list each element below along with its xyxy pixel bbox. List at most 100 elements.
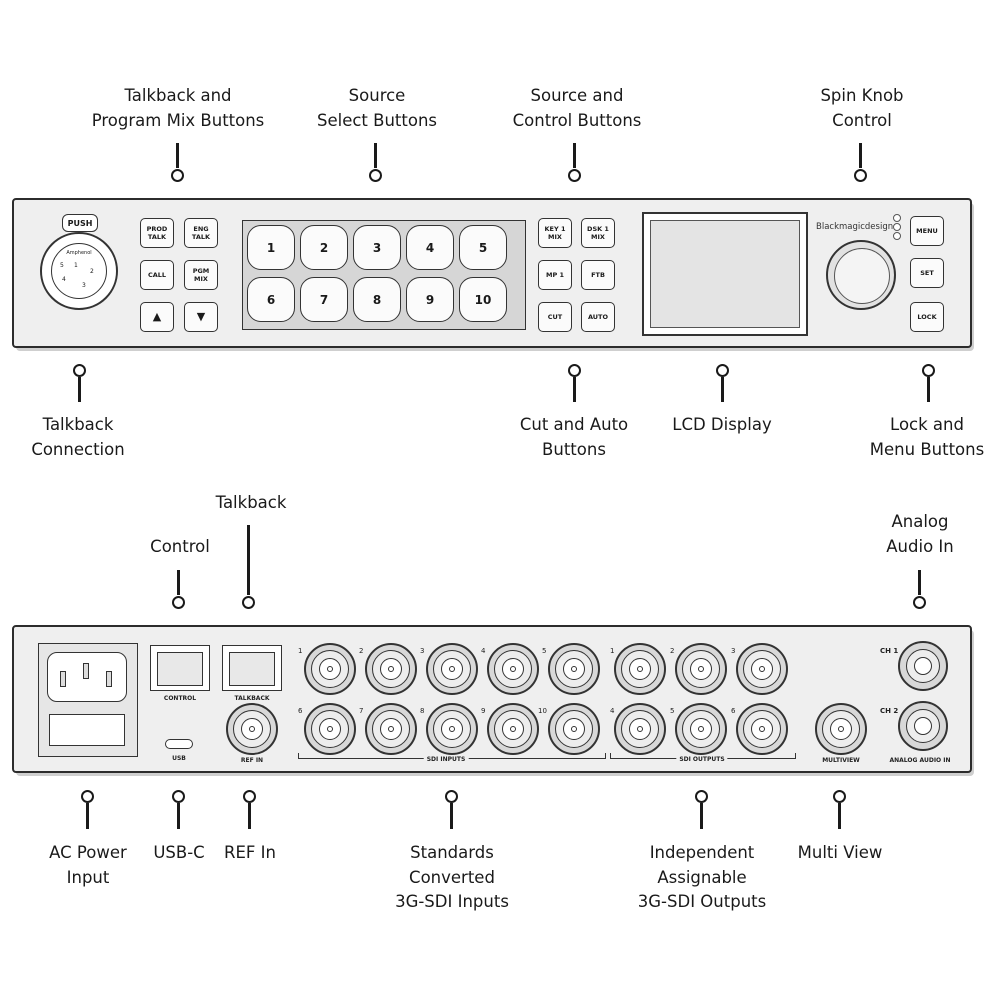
xlr-pin-1: 1 [74, 262, 78, 269]
analog-audio-in-label: ANALOG AUDIO IN [889, 757, 951, 764]
sdi-input-number: 3 [420, 647, 425, 655]
talkback-ethernet-port[interactable] [222, 645, 282, 691]
ref-in-bnc-connector[interactable] [226, 703, 278, 755]
source-button-2[interactable]: 2 [300, 225, 348, 270]
ftb-button[interactable]: FTB [581, 260, 615, 290]
leader-dot [922, 364, 935, 377]
sdi-input-5-bnc[interactable] [548, 643, 600, 695]
spin-knob-cap [834, 248, 890, 304]
sdi-output-6-bnc[interactable] [736, 703, 788, 755]
lcd-display [642, 212, 808, 336]
sdi-input-1-bnc[interactable] [304, 643, 356, 695]
sdi-input-6-bnc[interactable] [304, 703, 356, 755]
source-button-10[interactable]: 10 [459, 277, 507, 322]
xlr-pin-5: 5 [60, 262, 64, 269]
leader-line [859, 143, 862, 168]
auto-button[interactable]: AUTO [581, 302, 615, 332]
menu-button[interactable]: MENU [910, 216, 944, 246]
multiview-bnc-connector[interactable] [815, 703, 867, 755]
ac-pin-icon [60, 671, 66, 687]
front-panel: PUSH Amphenol 1 2 3 4 5 PROD TALK ENG TA… [12, 198, 972, 348]
sdi-input-2-bnc[interactable] [365, 643, 417, 695]
sdi-input-7-bnc[interactable] [365, 703, 417, 755]
sdi-output-2-bnc[interactable] [675, 643, 727, 695]
sdi-output-3-bnc[interactable] [736, 643, 788, 695]
call-button[interactable]: CALL [140, 260, 174, 290]
sdi-input-number: 5 [542, 647, 547, 655]
sdi-input-4-bnc[interactable] [487, 643, 539, 695]
leader-dot [242, 596, 255, 609]
sdi-input-number: 10 [538, 707, 547, 715]
source-button-7[interactable]: 7 [300, 277, 348, 322]
sdi-output-4-bnc[interactable] [614, 703, 666, 755]
ref-in-label: REF IN [240, 757, 264, 764]
analog-audio-ch2-jack[interactable] [898, 701, 948, 751]
cut-button[interactable]: CUT [538, 302, 572, 332]
ac-power-inlet[interactable] [47, 652, 127, 702]
rj45-socket [157, 652, 203, 686]
spin-knob[interactable] [826, 240, 896, 310]
source-button-9[interactable]: 9 [406, 277, 454, 322]
leader-line [78, 377, 81, 402]
lock-button[interactable]: LOCK [910, 302, 944, 332]
leader-line [927, 377, 930, 402]
push-release-tab[interactable]: PUSH [62, 214, 98, 232]
sdi-input-8-bnc[interactable] [426, 703, 478, 755]
source-button-5[interactable]: 5 [459, 225, 507, 270]
control-ethernet-port[interactable] [150, 645, 210, 691]
source-button-4[interactable]: 4 [406, 225, 454, 270]
pgm-mix-button[interactable]: PGM MIX [184, 260, 218, 290]
xlr-pin-4: 4 [62, 276, 66, 283]
sdi-input-number: 1 [298, 647, 303, 655]
leader-dot [833, 790, 846, 803]
source-button-6[interactable]: 6 [247, 277, 295, 322]
leader-dot [913, 596, 926, 609]
led-icon [893, 214, 901, 222]
source-button-3[interactable]: 3 [353, 225, 401, 270]
lcd-screen [650, 220, 800, 328]
sdi-input-number: 4 [481, 647, 486, 655]
sdi-output-number: 1 [610, 647, 615, 655]
analog-ch1-label: CH 1 [880, 647, 899, 655]
xlr-inner-ring: Amphenol 1 2 3 4 5 [51, 243, 107, 299]
up-arrow-button[interactable]: ▲ [140, 302, 174, 332]
set-button[interactable]: SET [910, 258, 944, 288]
talkback-xlr-connector[interactable]: Amphenol 1 2 3 4 5 [40, 232, 118, 310]
sdi-input-3-bnc[interactable] [426, 643, 478, 695]
leader-dot [854, 169, 867, 182]
down-arrow-button[interactable]: ▼ [184, 302, 218, 332]
led-icon [893, 223, 901, 231]
sdi-output-5-bnc[interactable] [675, 703, 727, 755]
mp-1-button[interactable]: MP 1 [538, 260, 572, 290]
sdi-input-10-bnc[interactable] [548, 703, 600, 755]
sdi-input-9-bnc[interactable] [487, 703, 539, 755]
ac-power-housing [38, 643, 138, 757]
eng-talk-button[interactable]: ENG TALK [184, 218, 218, 248]
usb-c-port[interactable] [165, 739, 193, 749]
prod-talk-button[interactable]: PROD TALK [140, 218, 174, 248]
sdi-inputs-label: SDI INPUTS [423, 756, 469, 763]
rj45-socket [229, 652, 275, 686]
leader-dot [81, 790, 94, 803]
sdi-input-number: 6 [298, 707, 303, 715]
sdi-output-number: 3 [731, 647, 736, 655]
dsk-1-mix-button[interactable]: DSK 1 MIX [581, 218, 615, 248]
key-1-mix-button[interactable]: KEY 1 MIX [538, 218, 572, 248]
xlr-brand-text: Amphenol [66, 250, 92, 256]
leader-line [573, 143, 576, 168]
leader-dot [73, 364, 86, 377]
source-button-1[interactable]: 1 [247, 225, 295, 270]
sdi-output-1-bnc[interactable] [614, 643, 666, 695]
sdi-output-number: 5 [670, 707, 675, 715]
source-button-8[interactable]: 8 [353, 277, 401, 322]
analog-audio-ch1-jack[interactable] [898, 641, 948, 691]
callout-ref-in: REF In [224, 843, 276, 862]
sdi-outputs-label: SDI OUTPUTS [676, 756, 728, 763]
callout-usb-c: USB-C [153, 843, 205, 862]
leader-line [176, 143, 179, 168]
callout-talkback-port: Talkback [215, 493, 287, 512]
